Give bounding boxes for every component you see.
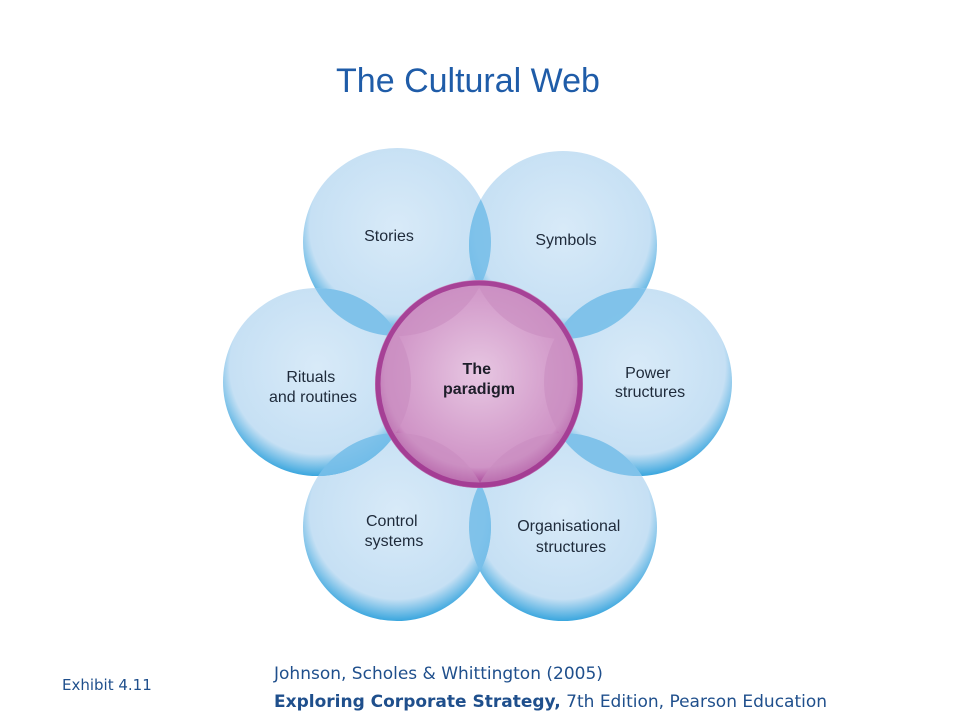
citation: Johnson, Scholes & Whittington (2005) Ex… [274,660,827,716]
label-rituals-and-routines: Rituals and routines [269,369,357,406]
label-the-paradigm: The paradigm [443,361,515,398]
label-organisational-structures: Organisational structures [517,518,625,556]
label-control-systems: Control systems [365,513,424,550]
circle-rituals-and-routines [223,288,411,476]
citation-edition: 7th Edition, Pearson Education [560,692,828,712]
label-symbols: Symbols [535,232,596,249]
label-power-structures: Power structures [615,365,685,401]
page-title: The Cultural Web [336,62,600,100]
circle-power-structures [544,288,732,476]
exhibit-number: Exhibit 4.11 [62,676,152,694]
citation-authors: Johnson, Scholes & Whittington (2005) [274,664,603,684]
citation-book-title: Exploring Corporate Strategy, [274,692,561,712]
citation-book-line: Exploring Corporate Strategy, 7th Editio… [274,688,827,716]
label-stories: Stories [364,228,414,245]
